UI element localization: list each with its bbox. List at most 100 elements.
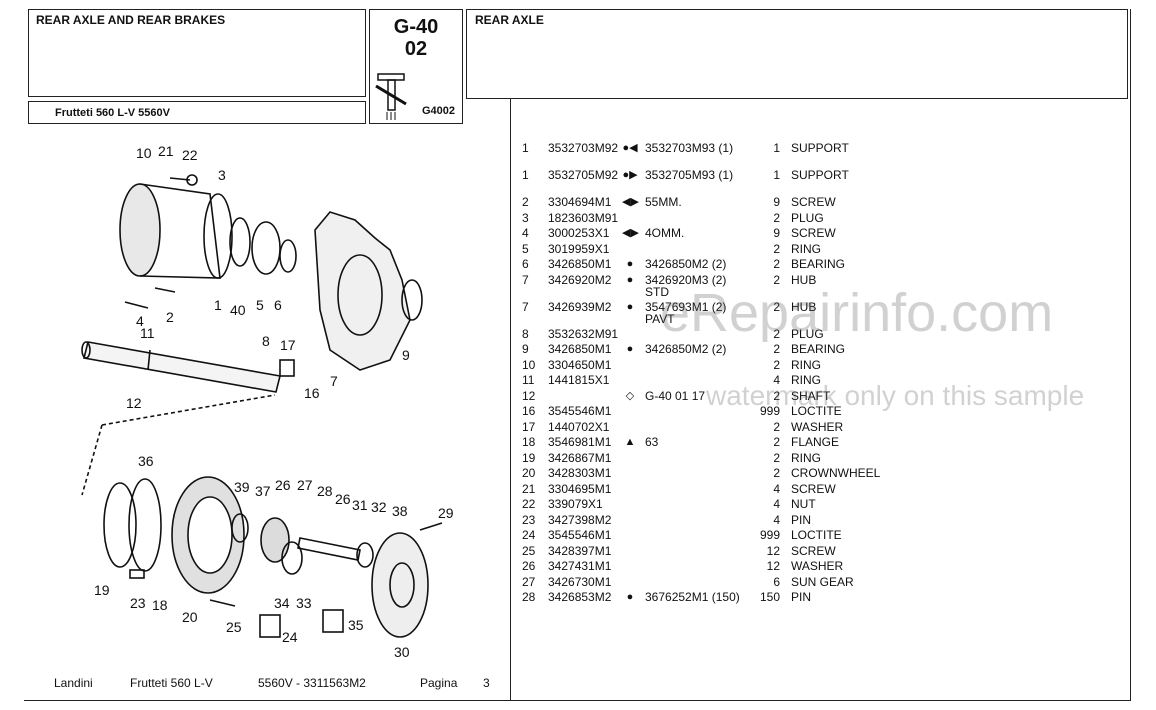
quantity: 999 — [759, 404, 780, 418]
diagram-label: 4 — [136, 313, 144, 329]
description: SUPPORT — [791, 141, 849, 155]
symbol-icon: ▲ — [624, 436, 636, 448]
part-number: 3532632M91 — [548, 326, 619, 341]
quantity: 1 — [773, 141, 780, 155]
description: HUB — [791, 272, 817, 287]
alt-part-note: STD — [645, 284, 669, 299]
alt-part-number: 4OMM. — [645, 226, 685, 240]
group-code-line2: 02 — [404, 38, 428, 60]
hub-part — [314, 211, 411, 371]
symbol-icon: ● — [626, 591, 634, 603]
diagram-label: 40 — [230, 302, 246, 318]
diagram-label: 10 — [136, 145, 152, 161]
ref-number: 28 — [522, 590, 536, 604]
diagram-label: 7 — [330, 373, 338, 389]
symbol-icon: ●▶ — [622, 169, 638, 181]
description: PLUG — [791, 326, 824, 341]
part-number: 3532703M92 — [548, 141, 619, 155]
quantity: 2 — [773, 257, 780, 271]
diagram-label: 27 — [297, 477, 313, 493]
ref-number: 5 — [522, 241, 529, 256]
diagram-label: 5 — [256, 297, 264, 313]
description: LOCTITE — [791, 404, 842, 418]
description: BEARING — [791, 257, 846, 271]
quantity: 4 — [773, 512, 780, 527]
sun-gear-part — [260, 517, 290, 563]
diagram-label: 17 — [280, 337, 296, 353]
quantity: 2 — [773, 419, 780, 434]
diagram-label: 36 — [138, 453, 154, 469]
symbol-icon: ● — [626, 273, 634, 286]
ref-number: 19 — [522, 450, 536, 465]
alt-part-number: 3426850M2 (2) — [645, 257, 727, 271]
description: PLUG — [791, 210, 824, 225]
ref-number: 9 — [522, 342, 529, 356]
alt-part-number: 3426920M3 (2) — [645, 272, 727, 287]
part-number: 3545546M1 — [548, 528, 612, 542]
part-number: 3532705M92 — [548, 168, 619, 182]
ref-number: 21 — [522, 481, 536, 496]
part-number: 339079X1 — [548, 497, 603, 511]
planet-carrier-part — [371, 532, 429, 638]
description: RING — [791, 241, 821, 256]
part-number: 3304695M1 — [548, 481, 612, 496]
part-number: 3545546M1 — [548, 404, 612, 418]
ref-number: 16 — [522, 404, 536, 418]
description: WASHER — [791, 559, 844, 573]
part-number: 3426867M1 — [548, 450, 612, 465]
part-number: 3427431M1 — [548, 559, 612, 573]
shaft-part — [83, 341, 281, 393]
diagram-label: 38 — [392, 503, 408, 519]
ref-number: 7 — [522, 299, 529, 314]
description: NUT — [791, 497, 816, 511]
quantity: 2 — [773, 210, 780, 225]
diagram-label: 22 — [182, 147, 198, 163]
diagram-label: 26 — [275, 477, 291, 493]
footer-ref: 5560V - 3311563M2 — [258, 676, 366, 690]
description: HUB — [791, 299, 817, 314]
description: PIN — [791, 512, 812, 527]
ref-number: 24 — [522, 528, 536, 542]
page-bottom-border — [24, 700, 1131, 701]
diagram-label: 21 — [158, 143, 174, 159]
ref-number: 17 — [522, 419, 536, 434]
quantity: 999 — [759, 528, 780, 542]
footer-page-label: Pagina — [420, 676, 458, 690]
part-number: 3426850M1 — [548, 257, 612, 271]
alt-part-number: 3676252M1 (150) — [645, 590, 740, 604]
ref-number: 8 — [522, 326, 529, 341]
diagram-label: 24 — [282, 629, 298, 645]
quantity: 1 — [773, 168, 780, 182]
alt-part-number: 3532703M93 (1) — [645, 141, 734, 155]
ref-number: 27 — [522, 574, 536, 589]
symbol-icon: ◇ — [625, 389, 635, 402]
symbol-icon: ● — [626, 343, 634, 355]
quantity: 4 — [773, 373, 780, 387]
symbol-icon: ◀▶ — [622, 227, 639, 239]
parts-row: 16 3545546M1 999 LOCTITE — [522, 404, 1122, 420]
diagram-label: 3 — [218, 167, 226, 183]
part-number: 3019959X1 — [548, 241, 610, 256]
description: SCREW — [791, 543, 836, 558]
part-number: 1441815X1 — [548, 373, 610, 387]
description: PIN — [791, 590, 812, 604]
ref-number: 23 — [522, 512, 536, 527]
part-number: 3428303M1 — [548, 466, 612, 480]
quantity: 12 — [766, 559, 780, 573]
quantity: 4 — [773, 481, 780, 496]
footer-brand: Landini — [54, 676, 93, 690]
alt-part-number: 3547693M1 (2) — [645, 299, 727, 314]
symbol-icon: ● — [626, 258, 634, 270]
